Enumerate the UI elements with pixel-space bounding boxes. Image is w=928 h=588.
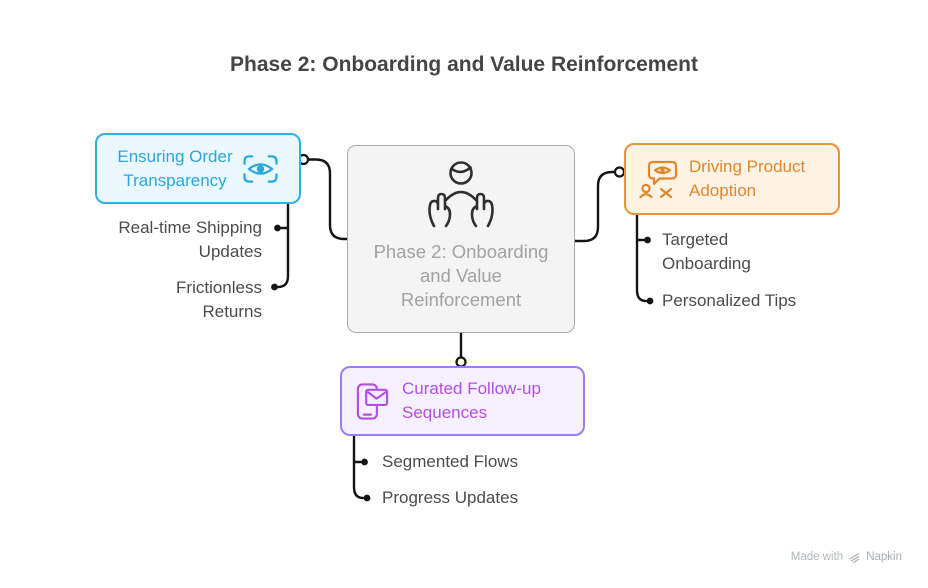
branch-line-transparency — [271, 203, 290, 291]
branch-line-adoption — [635, 214, 654, 305]
footer-credit: Made with Napkin — [791, 551, 902, 563]
branch-label-sequences: Curated Follow-up Sequences — [402, 379, 541, 422]
connector-center-to-sequences — [455, 331, 467, 368]
branch-box-transparency: Ensuring Order Transparency — [95, 133, 301, 204]
sub-item-segmented-flows: Segmented Flows — [382, 452, 519, 471]
branch-label-adoption: Driving Product Adoption — [689, 157, 806, 200]
branch-box-adoption: Driving Product Adoption — [624, 143, 840, 215]
napkin-brand-link[interactable]: Napkin — [866, 551, 902, 563]
napkin-logo-icon — [849, 553, 860, 563]
connector-center-to-adoption — [573, 166, 626, 243]
sub-item-targeted-onboarding: Targeted Onboarding — [662, 230, 751, 273]
made-with-text: Made with — [790, 551, 844, 563]
page-title: Phase 2: Onboarding and Value Reinforcem… — [230, 53, 698, 76]
person-care-icon — [428, 161, 494, 228]
eye-scan-icon — [243, 154, 278, 183]
sub-item-frictionless-returns: Frictionless Returns — [176, 278, 262, 321]
center-node: Phase 2: Onboarding and Value Reinforcem… — [347, 145, 575, 333]
branch-label-transparency: Ensuring Order Transparency — [117, 146, 233, 190]
audience-eye-icon — [639, 160, 678, 199]
sub-item-personalized-tips: Personalized Tips — [662, 291, 797, 310]
connector-center-to-transparency — [297, 153, 349, 241]
phone-mail-icon — [356, 382, 389, 420]
branch-box-sequences: Curated Follow-up Sequences — [340, 366, 585, 436]
sub-item-progress-updates: Progress Updates — [382, 488, 519, 507]
sub-item-shipping-updates: Real-time Shipping Updates — [118, 218, 262, 261]
center-node-label: Phase 2: Onboarding and Value Reinforcem… — [373, 241, 549, 310]
branch-line-sequences — [352, 435, 371, 502]
